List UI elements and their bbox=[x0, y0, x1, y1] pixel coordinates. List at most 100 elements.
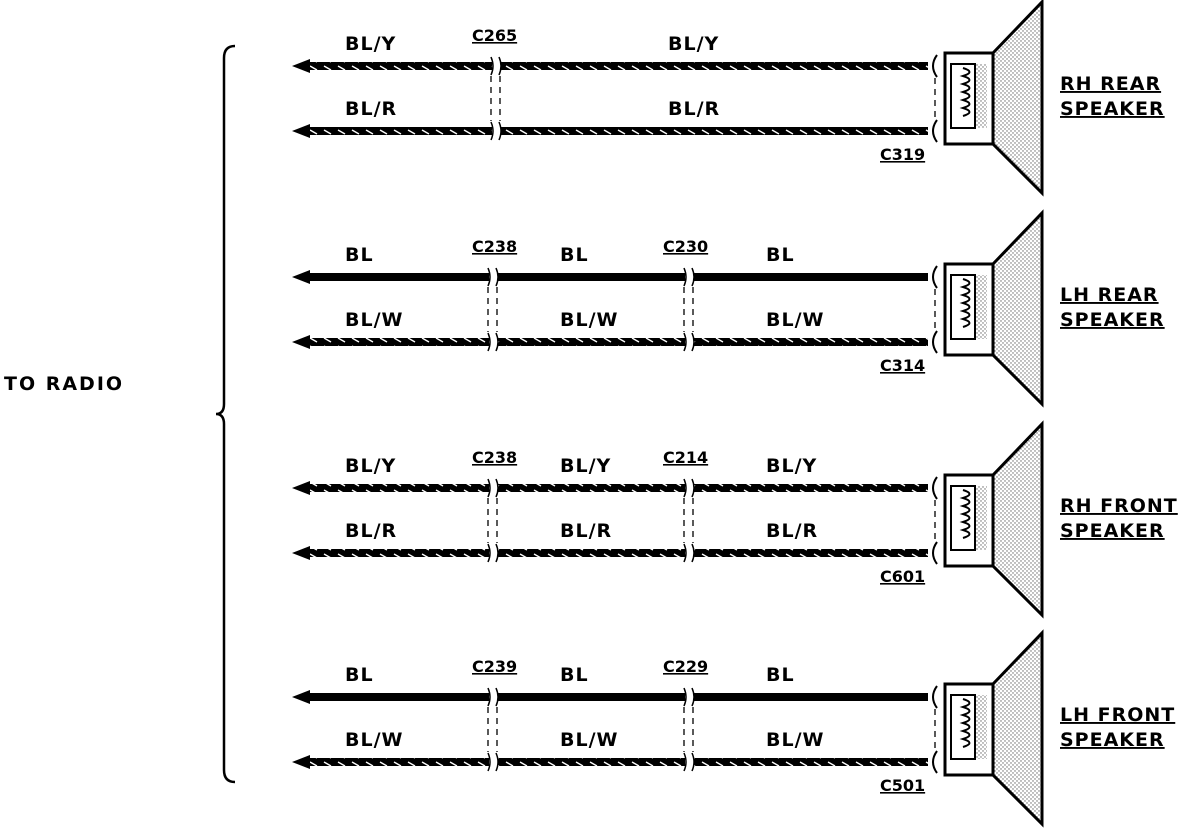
wire-color-label: BL/W bbox=[345, 729, 404, 751]
to-radio-label: TO RADIO bbox=[4, 373, 124, 395]
wire-body bbox=[306, 693, 928, 701]
splice-mark-right bbox=[495, 687, 499, 707]
voice-coil-housing bbox=[950, 694, 976, 760]
splice-gap bbox=[685, 336, 694, 348]
splice-mark-left bbox=[487, 478, 491, 498]
wire-color-label: BL/R bbox=[345, 520, 397, 542]
splice-connector-label: C238 bbox=[472, 448, 517, 467]
speaker-symbol bbox=[943, 629, 1044, 828]
wire-body bbox=[306, 62, 928, 70]
splice-mark-left bbox=[490, 121, 494, 141]
connector-end bbox=[932, 330, 938, 354]
splice-connector-label: C238 bbox=[472, 237, 517, 256]
splice-connector-label: C214 bbox=[663, 448, 708, 467]
wire-body bbox=[306, 273, 928, 281]
splice-gap bbox=[685, 482, 694, 494]
speaker-name-label: RH FRONT bbox=[1060, 495, 1178, 517]
wire-color-label: BL/W bbox=[345, 309, 404, 331]
splice-mark-left bbox=[683, 332, 687, 352]
voice-coil-housing bbox=[950, 63, 976, 129]
arrow-to-radio bbox=[292, 546, 310, 560]
connector-end bbox=[932, 54, 938, 78]
speaker-name-label: RH REAR bbox=[1060, 73, 1161, 95]
wire-color-label: BL/R bbox=[766, 520, 818, 542]
splice-mark-right bbox=[495, 267, 499, 287]
wire-color-label: BL/R bbox=[560, 520, 612, 542]
wire-color-label: BL/Y bbox=[560, 455, 611, 477]
arrow-to-radio bbox=[292, 755, 310, 769]
voice-coil bbox=[959, 698, 971, 748]
speaker-name-label: LH REAR bbox=[1060, 284, 1159, 306]
voice-coil-housing bbox=[950, 485, 976, 551]
speaker-connector-label: C319 bbox=[880, 145, 925, 164]
splice-mark-right bbox=[498, 56, 502, 76]
speaker-symbol bbox=[943, 0, 1044, 197]
wire: BL BL BL bbox=[292, 664, 938, 709]
splice-gap bbox=[685, 547, 694, 559]
voice-coil bbox=[959, 278, 971, 328]
splice-mark-right bbox=[691, 332, 695, 352]
wire: BL/R BL/R BL/R bbox=[292, 520, 938, 565]
splice-mark-left bbox=[487, 267, 491, 287]
splice-gap bbox=[685, 271, 694, 283]
speaker-name-label: SPEAKER bbox=[1060, 729, 1165, 751]
splice-mark-right bbox=[691, 752, 695, 772]
arrow-to-radio bbox=[292, 335, 310, 349]
splice-gap bbox=[489, 482, 498, 494]
splice-gap bbox=[492, 125, 501, 137]
wire-color-label: BL/R bbox=[345, 98, 397, 120]
splice-gap bbox=[685, 756, 694, 768]
connector-end bbox=[932, 119, 938, 143]
wire-color-label: BL bbox=[766, 664, 795, 686]
arrow-to-radio bbox=[292, 690, 310, 704]
splice-gap bbox=[492, 60, 501, 72]
splice-mark-left bbox=[487, 332, 491, 352]
wire-color-label: BL/Y bbox=[345, 455, 396, 477]
splice-gap bbox=[685, 691, 694, 703]
wire-color-label: BL bbox=[560, 664, 589, 686]
wire-body bbox=[306, 549, 928, 557]
wire-color-label: BL/Y bbox=[345, 33, 396, 55]
splice-mark-right bbox=[691, 478, 695, 498]
splice-connector-label: C265 bbox=[472, 26, 517, 45]
speaker-name-label: SPEAKER bbox=[1060, 98, 1165, 120]
connector-end bbox=[932, 541, 938, 565]
speaker-connector-label: C601 bbox=[880, 567, 925, 586]
splice-connector-label: C230 bbox=[663, 237, 708, 256]
voice-coil-housing bbox=[950, 274, 976, 340]
splice-mark-left bbox=[487, 752, 491, 772]
wire-body bbox=[306, 484, 928, 492]
speaker-cone bbox=[991, 0, 1044, 197]
splice-gap bbox=[489, 756, 498, 768]
splice-mark-left bbox=[487, 687, 491, 707]
splice-mark-left bbox=[683, 543, 687, 563]
splice-gap bbox=[489, 691, 498, 703]
radio-grouping-brace bbox=[215, 44, 236, 784]
splice-mark-right bbox=[691, 687, 695, 707]
speaker-cone bbox=[991, 629, 1044, 828]
splice-gap bbox=[489, 547, 498, 559]
wire-color-label: BL/W bbox=[766, 729, 825, 751]
arrow-to-radio bbox=[292, 59, 310, 73]
connector-end bbox=[932, 476, 938, 500]
splice-mark-left bbox=[683, 687, 687, 707]
arrow-to-radio bbox=[292, 481, 310, 495]
wire-color-label: BL/W bbox=[560, 309, 619, 331]
wire-body bbox=[306, 758, 928, 766]
splice-gap bbox=[489, 271, 498, 283]
connector-end bbox=[932, 685, 938, 709]
wire-color-label: BL bbox=[345, 664, 374, 686]
speaker-symbol bbox=[943, 420, 1044, 619]
splice-mark-right bbox=[498, 121, 502, 141]
splice-connector-label: C239 bbox=[472, 657, 517, 676]
wire-color-label: BL bbox=[766, 244, 795, 266]
splice-mark-left bbox=[683, 478, 687, 498]
wire-body bbox=[306, 338, 928, 346]
arrow-to-radio bbox=[292, 270, 310, 284]
